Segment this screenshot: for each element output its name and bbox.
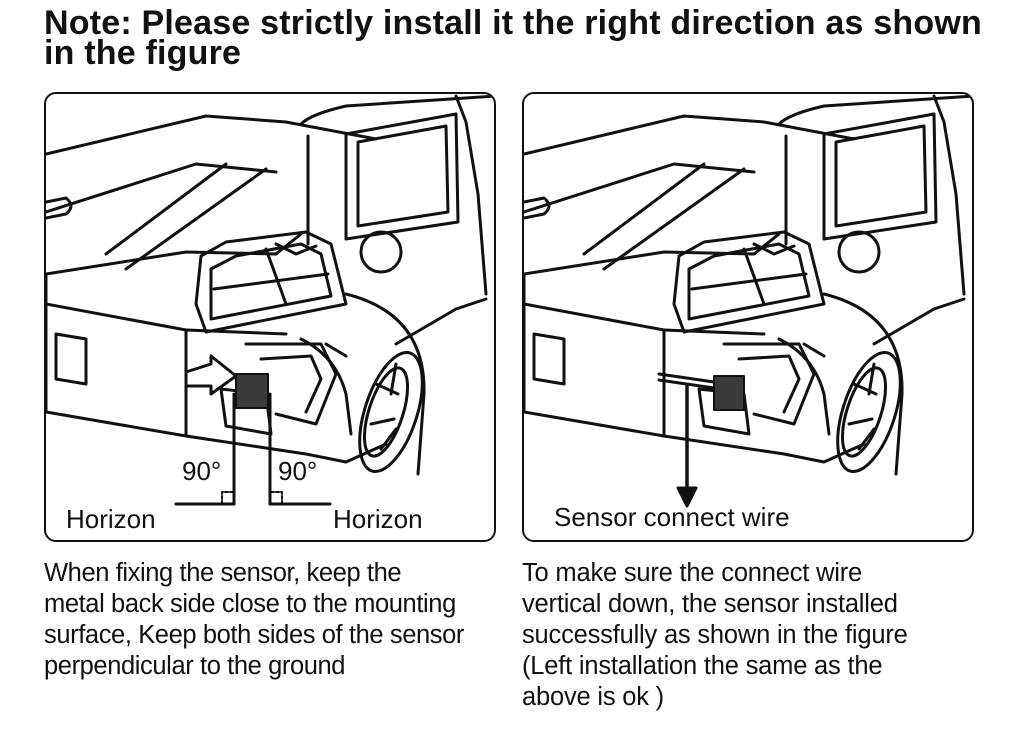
sensor-icon — [713, 375, 745, 411]
sensor-wire-label: Sensor connect wire — [554, 502, 790, 532]
car-rear-illustration — [524, 94, 972, 508]
car-rear-illustration — [46, 94, 494, 506]
left-installation-panel: 90° 90° Horizon Horizon — [44, 92, 496, 542]
sensor-icon — [235, 373, 269, 409]
right-installation-panel: Sensor connect wire — [522, 92, 974, 542]
horizon-label-right: Horizon — [333, 504, 423, 534]
note-title: Note: Please strictly install it the rig… — [44, 4, 982, 72]
left-caption: When fixing the sensor, keep the metal b… — [44, 559, 464, 680]
angle-label-left: 90° — [182, 456, 222, 486]
right-caption: To make sure the connect wire vertical d… — [522, 559, 908, 711]
angle-label-right: 90° — [278, 456, 318, 486]
horizon-label-left: Horizon — [66, 504, 156, 534]
